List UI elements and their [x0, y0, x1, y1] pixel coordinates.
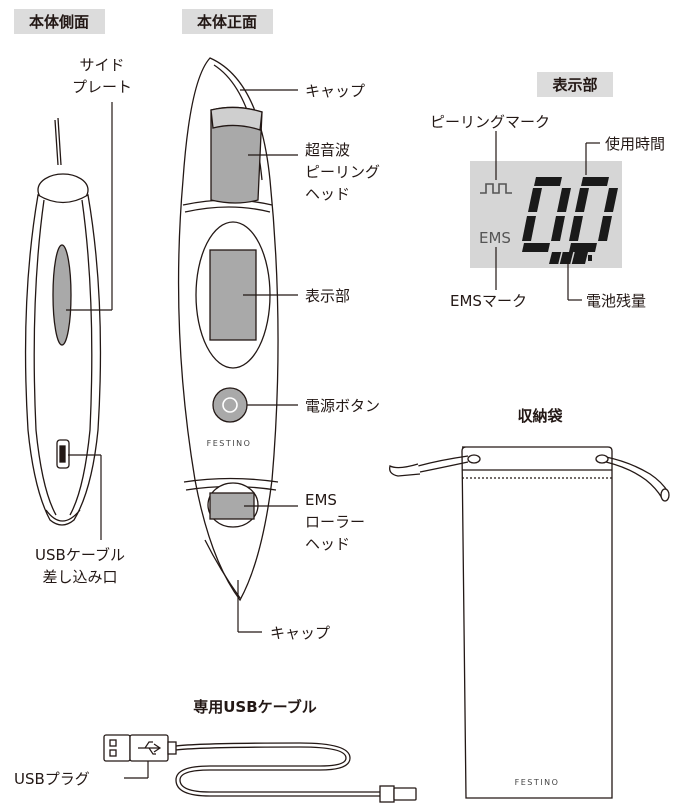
- label-peeling-3: ヘッド: [305, 185, 350, 203]
- label-ems-3: ヘッド: [305, 535, 350, 553]
- battery-icon: [549, 251, 592, 265]
- header-front-view-text: 本体正面: [197, 13, 257, 31]
- usb-callout: [124, 761, 149, 779]
- label-ems-2: ローラー: [305, 513, 365, 531]
- label-peeling-2: ピーリング: [305, 163, 380, 181]
- side-callouts: [66, 102, 113, 540]
- header-usb-cable: 専用USBケーブル: [193, 698, 317, 716]
- header-pouch: 収納袋: [517, 407, 563, 425]
- label-usb-port-1: USBケーブル: [35, 546, 125, 564]
- header-side-view-text: 本体側面: [29, 13, 89, 31]
- label-cap-bottom: キャップ: [270, 624, 330, 642]
- label-ems-1: EMS: [305, 491, 337, 509]
- label-usb-plug: USBプラグ: [14, 770, 90, 788]
- label-usage-time: 使用時間: [605, 135, 665, 153]
- digit-1: [522, 177, 571, 252]
- header-display-text: 表示部: [552, 76, 597, 94]
- label-power-button: 電源ボタン: [305, 397, 380, 415]
- header-display: 表示部: [537, 72, 613, 97]
- label-side-plate-2: プレート: [72, 78, 132, 96]
- front-device: [177, 57, 279, 602]
- label-peeling-mark: ピーリングマーク: [430, 113, 550, 131]
- header-side-view: 本体側面: [14, 9, 105, 34]
- label-ems-mark: EMSマーク: [450, 292, 527, 310]
- label-battery: 電池残量: [586, 292, 646, 310]
- display-ems-text: EMS: [479, 229, 511, 247]
- display-callouts: [495, 131, 600, 301]
- label-side-plate-1: サイド: [79, 56, 124, 74]
- display-panel: EMS: [470, 161, 622, 268]
- peeling-wave-icon: [480, 183, 512, 194]
- digit-2: [569, 177, 618, 252]
- label-peeling-1: 超音波: [305, 141, 350, 159]
- usb-cable: [103, 734, 417, 803]
- pouch: [389, 446, 670, 799]
- header-front-view: 本体正面: [182, 9, 273, 34]
- label-display: 表示部: [305, 287, 350, 305]
- label-cap-top: キャップ: [305, 82, 365, 100]
- pouch-brand-text: FESTINO: [515, 778, 560, 787]
- front-brand-text: FESTINO: [207, 439, 252, 448]
- front-callouts: [237, 89, 298, 633]
- side-device: [24, 117, 102, 526]
- label-usb-port-2: 差し込み口: [42, 568, 117, 586]
